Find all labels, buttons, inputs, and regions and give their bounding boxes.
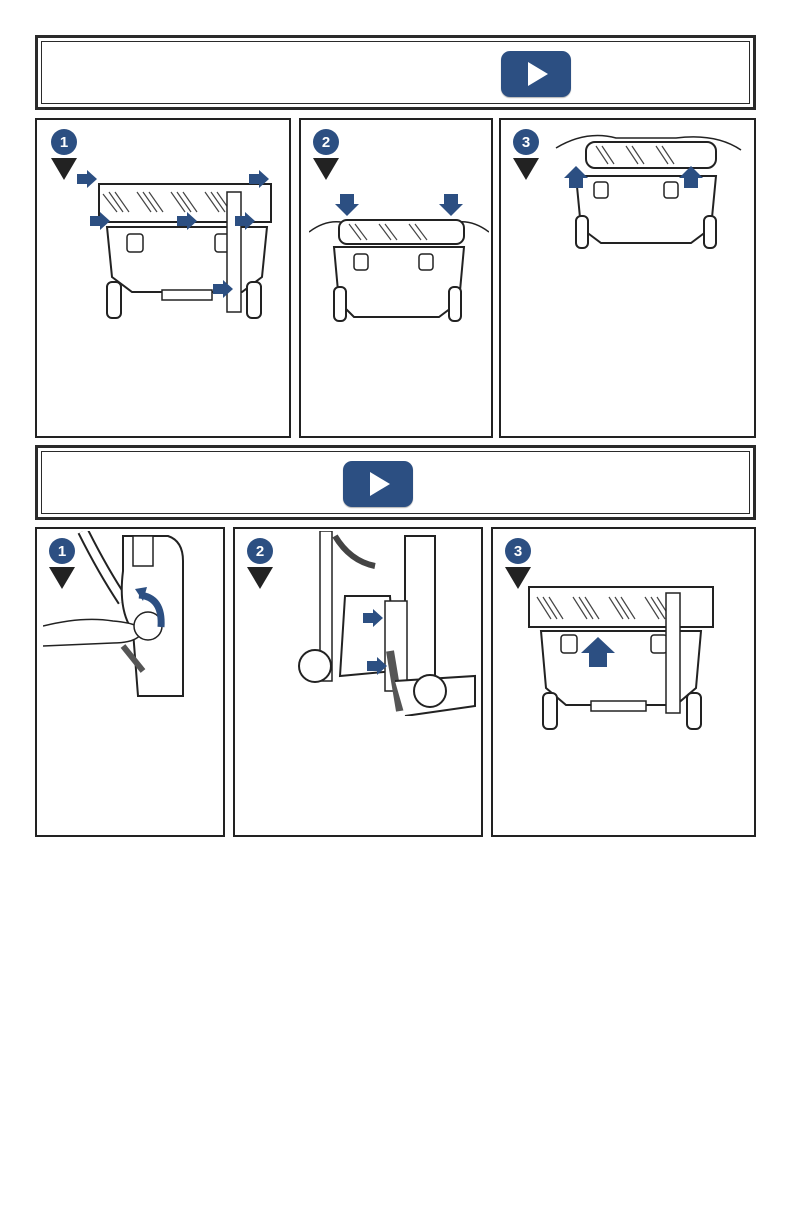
step-number-badge-2: 2 <box>311 128 341 182</box>
section1-play-button[interactable] <box>501 51 571 97</box>
section1-step2-panel: 2 <box>299 118 493 438</box>
brushroll-underside-illustration <box>521 583 721 733</box>
down-arrow-icon <box>439 194 463 216</box>
step-number-badge-1: 1 <box>49 128 79 182</box>
lift-brushroll-illustration <box>546 128 746 253</box>
arrow-icon <box>235 212 257 230</box>
up-arrow-icon <box>679 166 703 188</box>
down-arrow-icon <box>335 194 359 216</box>
section2-play-button[interactable] <box>343 461 413 507</box>
section1-step3-panel: 3 <box>499 118 756 438</box>
play-icon <box>343 461 413 507</box>
arrow-icon <box>249 170 271 188</box>
svg-text:3: 3 <box>522 134 530 151</box>
section2-header <box>35 445 756 520</box>
arrow-icon <box>363 609 385 627</box>
svg-text:2: 2 <box>322 134 330 151</box>
hose-twist-illustration <box>43 531 223 699</box>
section2-step1-panel: 1 <box>35 527 225 837</box>
arrow-icon <box>213 280 235 298</box>
arrow-icon <box>367 657 389 675</box>
section1-header <box>35 35 756 110</box>
svg-text:3: 3 <box>514 543 522 560</box>
section1-step1-panel: 1 <box>35 118 291 438</box>
arrow-icon <box>177 212 199 230</box>
section2-step3-panel: 3 <box>491 527 756 837</box>
step-number-badge-2: 2 <box>245 537 275 591</box>
svg-text:2: 2 <box>256 543 264 560</box>
section2-step2-panel: 2 <box>233 527 483 837</box>
up-arrow-icon <box>564 166 588 188</box>
svg-text:1: 1 <box>60 134 68 151</box>
brushroll-underside-illustration <box>87 172 287 322</box>
hose-connection-illustration <box>295 531 480 716</box>
arrow-icon <box>90 212 112 230</box>
up-arrow-icon <box>581 637 615 667</box>
play-icon <box>501 51 571 97</box>
arrow-icon <box>77 170 99 188</box>
rotate-arrow-icon <box>135 587 167 635</box>
step-number-badge-3: 3 <box>511 128 541 182</box>
